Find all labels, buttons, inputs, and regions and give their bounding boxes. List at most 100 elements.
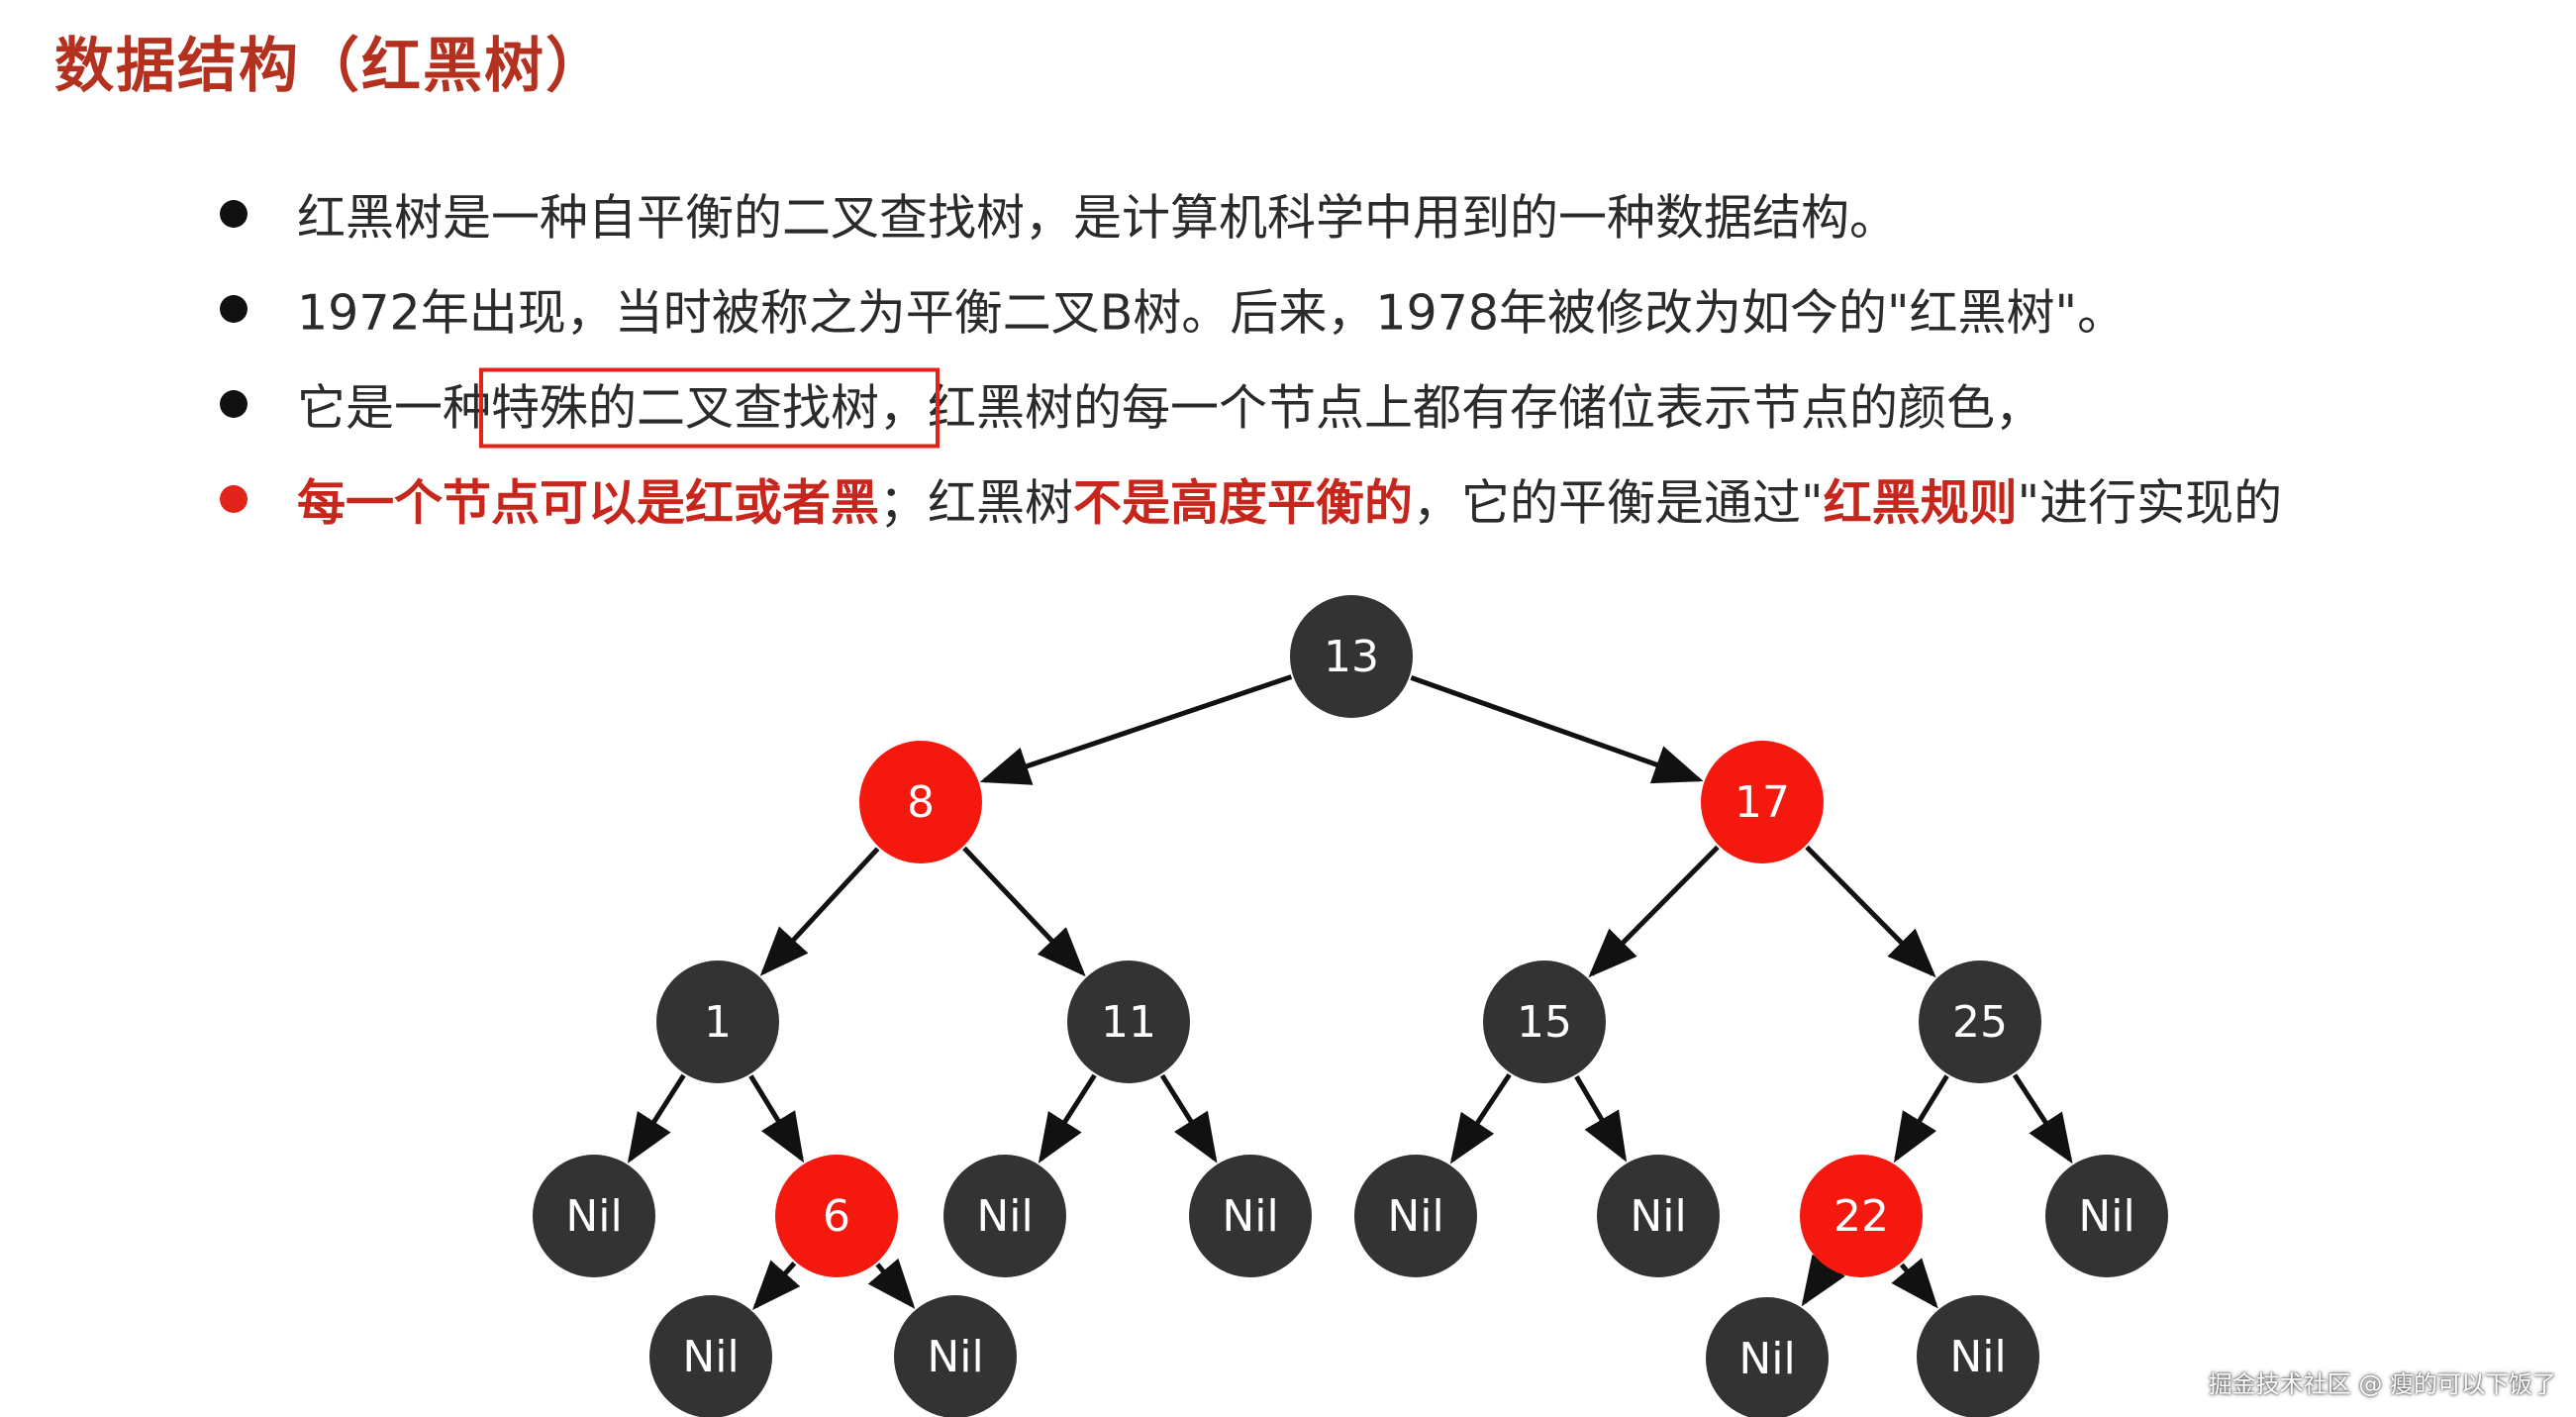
tree-node-circle bbox=[1706, 1297, 1829, 1417]
tree-edge-n25-nil6 bbox=[2012, 1073, 2073, 1164]
bullet-text-pre: 它是一种 bbox=[297, 379, 492, 437]
bullet-text-part: "进行实现的 bbox=[2017, 474, 2283, 532]
tree-node-circle bbox=[1800, 1155, 1923, 1277]
bullet-text: 每一个节点可以是红或者黑；红黑树不是高度平衡的，它的平衡是通过"红黑规则"进行实… bbox=[297, 464, 2282, 535]
tree-node-n22: 22 bbox=[1800, 1155, 1923, 1277]
tree-node-nil2: Nil bbox=[943, 1155, 1066, 1277]
tree-node-label: 11 bbox=[1101, 997, 1156, 1048]
tree-node-n1: 1 bbox=[656, 961, 779, 1083]
bullet-dot-icon bbox=[220, 295, 248, 323]
bullet-text-part: ，它的平衡是通过" bbox=[1413, 474, 1824, 532]
tree-node-circle bbox=[775, 1155, 898, 1277]
tree-node-n6: 6 bbox=[775, 1155, 898, 1277]
bullet-dot-red-icon bbox=[220, 485, 248, 513]
tree-edge-n15-nil4 bbox=[1449, 1072, 1512, 1164]
tree-edge-n22-nil9 bbox=[1801, 1254, 1845, 1307]
tree-node-circle bbox=[1919, 961, 2041, 1083]
tree-node-circle bbox=[1354, 1155, 1477, 1277]
tree-node-nil7: Nil bbox=[649, 1295, 772, 1417]
tree-node-label: 22 bbox=[1833, 1191, 1889, 1242]
bullet-item-definition: 红黑树是一种自平衡的二叉查找树，是计算机科学中用到的一种数据结构。 bbox=[220, 166, 2497, 261]
bullet-text-post: 红黑树的每一个节点上都有存储位表示节点的颜色， bbox=[928, 379, 2044, 437]
emphasis-not-height-balanced: 不是高度平衡的 bbox=[1073, 474, 1414, 532]
tree-node-nil5: Nil bbox=[1597, 1155, 1720, 1277]
tree-node-circle bbox=[1917, 1295, 2039, 1417]
tree-node-circle bbox=[533, 1155, 655, 1277]
tree-node-circle bbox=[894, 1295, 1017, 1417]
bullet-item-history: 1972年出现，当时被称之为平衡二叉B树。后来，1978年被修改为如今的"红黑树… bbox=[220, 261, 2497, 356]
tree-edge-n11-nil3 bbox=[1159, 1073, 1218, 1164]
tree-node-circle bbox=[656, 961, 779, 1083]
tree-edge-n8-n11 bbox=[962, 846, 1086, 977]
bullet-text: 红黑树是一种自平衡的二叉查找树，是计算机科学中用到的一种数据结构。 bbox=[297, 189, 1899, 247]
tree-node-n17: 17 bbox=[1701, 741, 1824, 863]
bullet-text-part: ；红黑树 bbox=[879, 474, 1074, 532]
tree-edge-n1-n6 bbox=[748, 1074, 805, 1164]
highlight-box-text: 特殊的二叉查找树， bbox=[479, 367, 941, 449]
tree-edge-n15-nil5 bbox=[1574, 1074, 1628, 1163]
tree-node-label: Nil bbox=[927, 1332, 983, 1382]
page-title: 数据结构（红黑树） bbox=[54, 32, 607, 101]
tree-edge-n13-n8 bbox=[979, 674, 1293, 785]
tree-node-n13: 13 bbox=[1290, 595, 1413, 718]
tree-node-n11: 11 bbox=[1067, 961, 1190, 1083]
tree-node-circle bbox=[1189, 1155, 1312, 1277]
bullet-dot-icon bbox=[220, 390, 248, 418]
tree-node-circle bbox=[943, 1155, 1066, 1277]
tree-node-n8: 8 bbox=[859, 741, 982, 863]
tree-edge-n8-n1 bbox=[759, 847, 880, 976]
bullet-list: 红黑树是一种自平衡的二叉查找树，是计算机科学中用到的一种数据结构。 1972年出… bbox=[220, 166, 2497, 547]
tree-edge-n17-n15 bbox=[1588, 845, 1720, 978]
tree-node-label: Nil bbox=[1738, 1334, 1795, 1384]
tree-node-nil4: Nil bbox=[1354, 1155, 1477, 1277]
tree-node-nil6: Nil bbox=[2045, 1155, 2168, 1277]
tree-node-circle bbox=[1290, 595, 1413, 718]
tree-node-label: 17 bbox=[1734, 777, 1790, 828]
tree-edge-n17-n25 bbox=[1805, 845, 1936, 978]
bullet-text: 1972年出现，当时被称之为平衡二叉B树。后来，1978年被修改为如今的"红黑树… bbox=[297, 284, 2127, 342]
bullet-text: 它是一种特殊的二叉查找树，红黑树的每一个节点上都有存储位表示节点的颜色， bbox=[297, 367, 2044, 449]
tree-edge-n6-nil8 bbox=[867, 1258, 916, 1309]
tree-node-label: 15 bbox=[1517, 997, 1572, 1048]
tree-node-circle bbox=[1067, 961, 1190, 1083]
tree-node-n15: 15 bbox=[1483, 961, 1606, 1083]
tree-node-label: 1 bbox=[704, 997, 732, 1048]
emphasis-rb-rules: 红黑规则 bbox=[1823, 474, 2018, 532]
tree-node-label: Nil bbox=[1222, 1191, 1278, 1242]
tree-edge-n22-nil10 bbox=[1891, 1258, 1938, 1309]
tree-node-circle bbox=[1701, 741, 1824, 863]
tree-node-label: 13 bbox=[1324, 632, 1379, 682]
tree-edge-n25-n22 bbox=[1893, 1074, 1949, 1164]
tree-node-nil9: Nil bbox=[1706, 1297, 1829, 1417]
tree-node-n25: 25 bbox=[1919, 961, 2041, 1083]
bullet-item-special-bst: 它是一种特殊的二叉查找树，红黑树的每一个节点上都有存储位表示节点的颜色， bbox=[220, 356, 2497, 452]
tree-node-circle bbox=[859, 741, 982, 863]
tree-node-label: Nil bbox=[2078, 1191, 2134, 1242]
tree-edge-n11-nil2 bbox=[1038, 1073, 1097, 1164]
tree-node-label: 6 bbox=[823, 1191, 850, 1242]
tree-node-nil1: Nil bbox=[533, 1155, 655, 1277]
watermark: 掘金技术社区 @ 瘦的可以下饭了 bbox=[2208, 1370, 2556, 1398]
tree-node-label: 25 bbox=[1952, 997, 2008, 1048]
tree-edge-n13-n17 bbox=[1410, 675, 1704, 784]
tree-node-label: Nil bbox=[976, 1191, 1033, 1242]
tree-node-circle bbox=[1597, 1155, 1720, 1277]
tree-node-label: Nil bbox=[1630, 1191, 1686, 1242]
tree-node-circle bbox=[1483, 961, 1606, 1083]
tree-node-nil3: Nil bbox=[1189, 1155, 1312, 1277]
tree-node-nil8: Nil bbox=[894, 1295, 1017, 1417]
tree-edge-n6-nil7 bbox=[751, 1260, 801, 1311]
tree-node-label: Nil bbox=[1949, 1332, 2006, 1382]
tree-node-label: Nil bbox=[1387, 1191, 1443, 1242]
tree-edge-n1-nil1 bbox=[627, 1073, 686, 1164]
tree-node-circle bbox=[2045, 1155, 2168, 1277]
tree-node-circle bbox=[649, 1295, 772, 1417]
tree-node-label: Nil bbox=[565, 1191, 622, 1242]
emphasis-node-color: 每一个节点可以是红或者黑 bbox=[297, 474, 880, 532]
tree-node-label: Nil bbox=[682, 1332, 739, 1382]
tree-node-label: 8 bbox=[907, 777, 935, 828]
bullet-item-rules: 每一个节点可以是红或者黑；红黑树不是高度平衡的，它的平衡是通过"红黑规则"进行实… bbox=[220, 452, 2497, 547]
tree-node-nil10: Nil bbox=[1917, 1295, 2039, 1417]
bullet-dot-icon bbox=[220, 200, 248, 228]
